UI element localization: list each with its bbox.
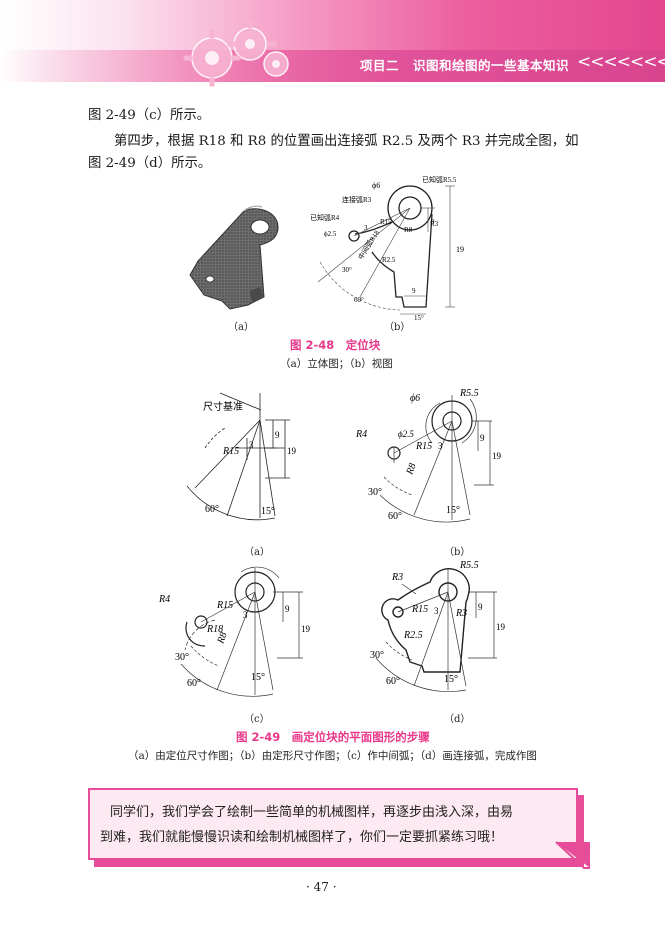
fig49a-d3: 3 xyxy=(249,440,254,450)
fig49d-d19: 19 xyxy=(496,622,506,632)
chevrons-icon: <<<<<<< xyxy=(577,52,670,72)
fig49b-a60: 60° xyxy=(388,511,402,522)
fig48-dim-r3: R3 xyxy=(430,220,439,228)
page-number: · 47 · xyxy=(306,880,337,894)
note-line-2: 到难，我们就能慢慢识读和绘制机械图样了，你们一定要抓紧练习哦！ xyxy=(100,830,504,845)
fig49-label-d: （d） xyxy=(444,714,471,725)
fig49c-d19: 19 xyxy=(301,624,311,634)
fig49d-r55: R5.5 xyxy=(459,560,479,571)
fig48b-view-drawing: ϕ6 已知弧R5.5 连接弧R3 已知弧R4 ϕ2.5 R15 R8 中间弧R1… xyxy=(310,175,464,322)
fig48-dim-60: 60° xyxy=(354,296,364,304)
fig49a-r15: R15 xyxy=(222,446,239,457)
fig49a-drawing: 尺寸基准 R15 3 9 19 60° 15° xyxy=(186,392,297,521)
fig48-dim-3: 3 xyxy=(364,224,368,232)
fig49-subcaption: （a）由定位尺寸作图；（b）由定形尺寸作图；（c）作中间弧；（d）画连接弧，完成… xyxy=(128,750,537,762)
fig49c-a60: 60° xyxy=(187,678,201,689)
fig49b-phi6: ϕ6 xyxy=(410,393,420,404)
body-line-2: 第四步，根据 R18 和 R8 的位置画出连接弧 R2.5 及两个 R3 并完成… xyxy=(114,134,579,149)
fig48-dim-r8: R8 xyxy=(404,226,413,234)
project-label: 项目二 xyxy=(360,58,400,73)
fig49-label-a: （a） xyxy=(244,547,270,558)
fig49d-d9: 9 xyxy=(478,602,483,612)
fig49b-r8: R8 xyxy=(404,462,418,477)
fig49c-r8: R8 xyxy=(215,631,229,646)
body-line-3: 图 2-49（d）所示。 xyxy=(88,156,212,171)
fig49c-d9: 9 xyxy=(285,604,290,614)
body-line-1: 图 2-49（c）所示。 xyxy=(88,108,211,123)
fig48-dim-19: 19 xyxy=(456,245,464,254)
page-fold-icon xyxy=(555,841,590,869)
fig48-dim-connect-r3: 连接弧R3 xyxy=(342,195,372,204)
fig49-label-b: （b） xyxy=(444,547,471,558)
fig49c-drawing: R4 R15 R18 3 R8 9 19 30° 60° 15° xyxy=(158,566,311,697)
chapter-title: 项目二识图和绘图的一些基本知识 xyxy=(360,55,569,74)
note-box xyxy=(88,788,578,860)
fig49d-drawing: R3 R5.5 R15 R3 3 R2.5 9 19 30° 60° 15° xyxy=(370,560,506,692)
note-line-1: 同学们，我们学会了绘制一些简单的机械图样，再逐步由浅入深，由易 xyxy=(110,805,514,820)
fig49b-a30: 30° xyxy=(368,487,382,498)
fig48-dim-phi25: ϕ2.5 xyxy=(324,230,337,238)
fig48-label-a: （a） xyxy=(228,322,254,333)
fig49d-r3a: R3 xyxy=(391,572,403,583)
fig49a-d19: 19 xyxy=(287,446,297,456)
fig49-label-c: （c） xyxy=(244,714,270,725)
fig49b-a15: 15° xyxy=(446,505,460,516)
fig48-dim-r25: R2.5 xyxy=(382,256,396,264)
fig49c-r18: R18 xyxy=(206,624,223,635)
project-title: 识图和绘图的一些基本知识 xyxy=(413,58,570,73)
fig49d-a30: 30° xyxy=(370,650,384,661)
fig48-dim-30: 30° xyxy=(342,266,352,274)
fig48-dim-15: 15° xyxy=(414,314,424,322)
fig49c-r4: R4 xyxy=(158,594,170,605)
fig49d-r15: R15 xyxy=(411,604,428,615)
fig48-label-b: （b） xyxy=(384,322,411,333)
fig48-dim-r55: 已知弧R5.5 xyxy=(422,175,457,184)
fig48-dim-phi6: ϕ6 xyxy=(372,181,380,190)
fig48-dim-known-r4: 已知弧R4 xyxy=(310,213,340,222)
fig49b-d9: 9 xyxy=(480,433,485,443)
fig48-caption: 图 2-48 定位块 xyxy=(290,338,381,352)
fig49b-r55: R5.5 xyxy=(459,388,479,399)
fig49d-a60: 60° xyxy=(386,676,400,687)
fig49d-r3b: R3 xyxy=(455,608,467,619)
header-strip xyxy=(0,50,665,82)
block-3d-image xyxy=(189,205,279,310)
fig49b-d19: 19 xyxy=(492,451,502,461)
fig49c-d3: 3 xyxy=(243,610,248,620)
fig49b-r4: R4 xyxy=(355,429,367,440)
fig49a-d9: 9 xyxy=(275,430,280,440)
fig48-dim-r15: R15 xyxy=(380,218,392,226)
gear-decoration-icon xyxy=(183,19,289,87)
fig49c-a30: 30° xyxy=(175,652,189,663)
fig49b-drawing: ϕ6 R5.5 R4 ϕ2.5 R15 3 R8 9 19 30° 60° 15… xyxy=(355,388,502,523)
fig49c-r15: R15 xyxy=(216,600,233,611)
fig48-dim-9a: 9 xyxy=(431,218,435,226)
fig49c-a15: 15° xyxy=(251,672,265,683)
fig49-caption: 图 2-49 画定位块的平面图形的步骤 xyxy=(236,730,430,744)
fig49a-datum: 尺寸基准 xyxy=(203,400,243,413)
fig49b-d3: 3 xyxy=(438,441,443,451)
fig49d-r25: R2.5 xyxy=(403,630,423,641)
fig49a-a60: 60° xyxy=(205,504,219,515)
fig49a-a15: 15° xyxy=(261,506,275,517)
fig49b-phi25: ϕ2.5 xyxy=(398,429,414,439)
fig48-subcaption: （a）立体图；（b）视图 xyxy=(280,358,393,370)
fig49b-r15: R15 xyxy=(415,441,432,452)
fig49d-a15: 15° xyxy=(444,674,458,685)
fig49d-d3: 3 xyxy=(434,606,439,616)
fig48-dim-9b: 9 xyxy=(412,287,416,295)
